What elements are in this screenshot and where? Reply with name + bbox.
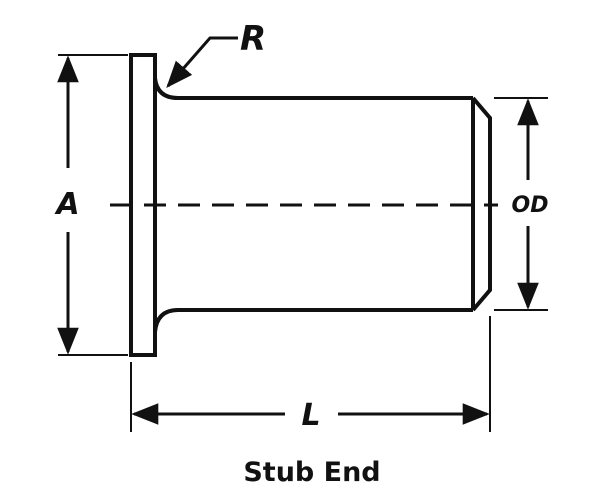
label-r: R (240, 19, 266, 59)
pipe-body-bottom (153, 308, 473, 333)
diagram-caption: Stub End (243, 457, 380, 488)
radius-leader (166, 36, 238, 89)
label-l: L (301, 398, 320, 433)
label-od: OD (512, 193, 549, 218)
label-a: A (54, 187, 79, 222)
pipe-body-top (153, 77, 473, 100)
